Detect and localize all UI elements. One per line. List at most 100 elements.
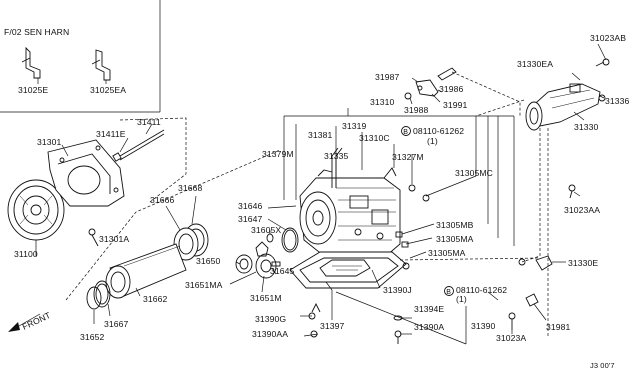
label-31651M: 31651M	[250, 293, 282, 303]
leader-31666	[165, 205, 181, 231]
dipstick-tube-drawing	[317, 147, 343, 188]
label-31305MB: 31305MB	[436, 220, 474, 230]
label-31397: 31397	[320, 321, 345, 331]
bolt-marker-b: B	[446, 289, 451, 296]
label-08110-a-qty: (1)	[427, 136, 438, 146]
label-08110-a: 08110-61262	[413, 126, 464, 136]
leader-31023AB	[597, 43, 607, 61]
label-31647: 31647	[238, 214, 263, 224]
label-31411: 31411	[137, 117, 161, 127]
guide-ext-3	[521, 128, 541, 263]
label-31390A: 31390A	[414, 322, 444, 332]
leader-31330EA	[571, 72, 581, 81]
label-31330: 31330	[574, 122, 599, 132]
seal-rings-drawing	[86, 280, 111, 310]
label-31025EA: 31025EA	[90, 85, 126, 95]
label-31650: 31650	[196, 256, 221, 266]
leader-31662	[135, 287, 141, 297]
label-31390AA: 31390AA	[252, 329, 288, 339]
label-31301: 31301	[37, 137, 62, 147]
label-31319: 31319	[342, 121, 367, 131]
leader-31987	[411, 77, 419, 83]
leader-31650	[235, 261, 241, 265]
label-31662: 31662	[143, 294, 168, 304]
label-31305MC: 31305MC	[455, 168, 493, 178]
bolt-31301A-drawing	[88, 228, 99, 247]
label-31301A: 31301A	[99, 234, 129, 244]
leader-31390J	[371, 269, 381, 289]
label-31986: 31986	[439, 84, 464, 94]
label-31652: 31652	[80, 332, 105, 342]
label-31605X: 31605X	[251, 225, 281, 235]
leader-31411	[145, 123, 153, 135]
label-31023AA: 31023AA	[564, 205, 600, 215]
leader-31646	[267, 205, 297, 209]
label-31668: 31668	[178, 183, 203, 193]
label-08110-b-qty: (1)	[456, 294, 467, 304]
leader-31397-a	[325, 281, 333, 291]
label-31023A: 31023A	[496, 333, 526, 343]
leader-31023AA	[573, 191, 581, 197]
leader-31668	[191, 195, 197, 225]
leader-31991	[431, 93, 441, 103]
harness-clip-left-drawing	[21, 46, 41, 84]
leader-31305MB-b	[401, 223, 435, 235]
label-31390: 31390	[471, 321, 496, 331]
leader-31330	[573, 111, 585, 121]
sensor-bolts-drawing	[395, 184, 430, 270]
label-31390G: 31390G	[255, 314, 286, 324]
inset-title: F/02 SEN HARN	[4, 27, 69, 37]
bolt-marker-icon	[401, 126, 411, 136]
label-31335: 31335	[324, 151, 349, 161]
footer-code: J3 00'7	[590, 361, 615, 370]
harness-clip-right-drawing	[91, 49, 111, 84]
governor-parts-drawing	[235, 241, 281, 279]
pan-bolts-drawing	[308, 302, 403, 344]
bolt-marker-icon	[444, 286, 454, 296]
label-31100: 31100	[14, 249, 38, 259]
oil-pan-drawing	[289, 251, 407, 289]
label-31666: 31666	[150, 195, 175, 205]
converter-housing-drawing	[47, 139, 125, 207]
leader-31305MA2-b	[409, 251, 427, 259]
label-31991: 31991	[443, 100, 468, 110]
leader-31301	[61, 144, 69, 157]
label-31310: 31310	[370, 97, 395, 107]
label-31336: 31336	[605, 96, 630, 106]
label-31645: 31645	[270, 266, 295, 276]
manual-lever-drawing	[404, 67, 457, 100]
label-31330E: 31330E	[568, 258, 598, 268]
leader-31411E	[119, 137, 129, 153]
inset-frame	[0, 0, 161, 113]
torque-converter-drawing	[7, 179, 65, 241]
label-31988: 31988	[404, 105, 429, 115]
leader-08110b	[487, 291, 499, 301]
leader-31651MA	[229, 271, 257, 285]
label-31025E: 31025E	[18, 85, 48, 95]
label-31651MA: 31651MA	[185, 280, 223, 290]
transmission-case-drawing	[299, 167, 401, 257]
label-31330EA: 31330EA	[517, 59, 553, 69]
leader-31651M	[261, 275, 265, 293]
label-31305MA: 31305MA	[436, 234, 474, 244]
leader-31667	[107, 303, 111, 317]
label-31394E: 31394E	[414, 304, 444, 314]
label-31327M: 31327M	[392, 152, 424, 162]
leader-31305MA-b	[405, 237, 433, 245]
label-31390J: 31390J	[383, 285, 412, 295]
oil-pump-gear-drawing	[173, 223, 209, 261]
bolt-31023AB-drawing	[595, 58, 610, 67]
label-31310C: 31310C	[359, 133, 390, 143]
leader-31305MC-b	[425, 175, 477, 197]
label-08110-b: 08110-61262	[456, 285, 507, 295]
front-arrow-icon	[8, 313, 41, 332]
leader-31336	[599, 95, 605, 99]
label-31667: 31667	[104, 319, 129, 329]
label-31305MA-2: 31305MA	[428, 248, 466, 258]
guide-ext-1	[475, 99, 525, 117]
bolt-marker-a: B	[403, 129, 408, 136]
label-31381: 31381	[308, 130, 333, 140]
leader-31986	[437, 89, 443, 93]
